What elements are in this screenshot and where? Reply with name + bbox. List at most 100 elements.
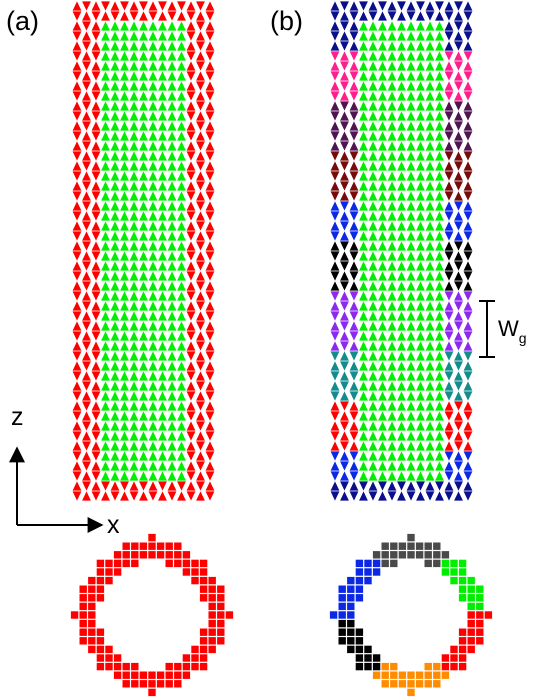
shell-spin [91,111,101,121]
ring-spin-cell [347,585,355,593]
ring-spin-cell [199,662,208,671]
shell-spin [444,431,454,441]
shell-spin [444,281,454,291]
shell-spin [340,91,349,101]
core-spin [387,31,397,41]
core-spin [435,421,444,431]
core-spin [368,411,378,421]
core-spin [359,341,368,351]
core-spin [378,321,387,331]
core-spin [387,381,397,391]
core-spin [416,181,425,191]
core-spin [129,221,139,231]
core-spin [167,381,177,391]
core-spin [101,171,110,181]
core-spin [359,91,368,101]
core-spin [120,21,129,31]
shell-spin [186,201,196,211]
core-spin [139,171,148,181]
ring-spin-cell [113,568,122,576]
core-spin [167,271,177,281]
shell-spin [340,41,349,51]
core-spin [129,381,139,391]
ring-spin-cell [398,551,407,559]
ring-spin-cell [407,680,415,688]
core-spin [110,81,120,91]
core-spin [368,261,378,271]
core-spin [397,61,406,71]
core-spin [148,441,158,451]
core-spin [387,201,397,211]
shell-spin [330,41,340,51]
shell-spin [444,421,454,431]
core-spin [120,351,129,361]
core-spin [110,251,120,261]
core-spin [435,381,444,391]
core-spin [158,421,167,431]
shell-spin [349,381,359,391]
shell-spin [72,101,82,111]
shell-spin [186,11,196,21]
shell-spin [463,41,473,51]
ring-spin-cell [433,551,441,559]
core-spin [120,401,129,411]
core-spin [387,421,397,431]
core-spin [139,181,148,191]
core-spin [359,31,368,41]
core-spin [406,411,416,421]
core-spin [110,451,120,461]
shell-spin [148,491,158,501]
core-spin [425,161,435,171]
core-spin [120,361,129,371]
core-spin [425,441,435,451]
core-spin [120,461,129,471]
shell-spin [340,161,349,171]
core-spin [425,471,435,481]
shell-spin [82,471,91,481]
core-spin [167,411,177,421]
shell-spin [82,311,91,321]
core-spin [120,271,129,281]
core-spin [120,71,129,81]
ring-spin-cell [347,628,355,636]
shell-spin [340,321,349,331]
core-spin [416,261,425,271]
shell-spin [186,171,196,181]
core-spin [110,311,120,321]
shell-spin [158,11,167,21]
core-spin [129,201,139,211]
core-spin [359,461,368,471]
core-spin [110,91,120,101]
core-spin [167,61,177,71]
core-spin [110,411,120,421]
core-spin [148,301,158,311]
core-spin [397,381,406,391]
core-spin [368,111,378,121]
shell-spin [205,141,215,151]
core-spin [148,291,158,301]
core-spin [406,441,416,451]
core-spin [425,111,435,121]
core-spin [397,21,406,31]
shell-spin [330,241,340,251]
shell-spin [196,391,205,401]
shell-spin [101,491,110,501]
ring-spin-cell [199,594,208,602]
shell-spin [340,441,349,451]
core-spin [158,291,167,301]
core-spin [435,71,444,81]
core-spin [416,441,425,451]
shell-spin [82,271,91,281]
shell-spin [186,141,196,151]
core-spin [120,281,129,291]
core-spin [177,271,186,281]
core-spin [406,21,416,31]
shell-spin [463,361,473,371]
core-spin [167,351,177,361]
shell-spin [82,321,91,331]
core-spin [148,221,158,231]
core-spin [158,141,167,151]
shell-spin [205,211,215,221]
shell-spin [340,71,349,81]
